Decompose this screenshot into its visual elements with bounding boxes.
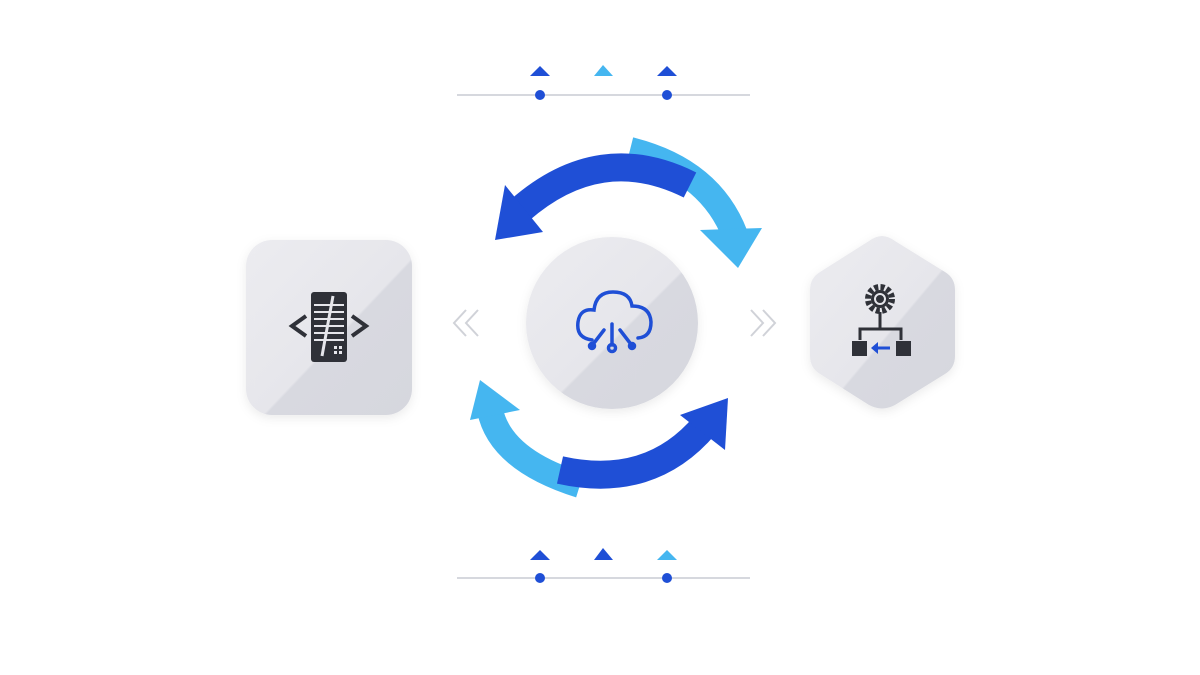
timeline-dot [535, 90, 545, 100]
chevron-left-double-icon [452, 309, 479, 337]
top-right-arrow [626, 137, 748, 240]
arrowhead [470, 380, 520, 420]
timeline-dot [662, 573, 672, 583]
workflow-node[interactable] [810, 236, 955, 409]
top-left-arrow [510, 153, 697, 221]
bottom-right-arrow [556, 415, 716, 489]
cycle-arrows [470, 137, 762, 498]
triangle-marker [657, 550, 677, 560]
node-hexagon [810, 236, 955, 409]
triangle-marker [530, 66, 550, 76]
cloud-node[interactable] [526, 237, 698, 409]
code-mobile-icon [288, 292, 370, 362]
code-node[interactable] [246, 240, 412, 415]
triangle-marker [594, 65, 613, 76]
chevron-right-double-icon [750, 309, 777, 337]
arrowhead [680, 398, 728, 450]
arrowhead [700, 228, 762, 268]
cloud-network-icon [576, 290, 653, 354]
triangle-marker [594, 548, 613, 560]
bottom-timeline [457, 548, 750, 583]
timeline-dot [662, 90, 672, 100]
timeline-dot [535, 573, 545, 583]
triangle-marker [530, 550, 550, 560]
top-timeline [457, 65, 750, 100]
triangle-marker [657, 66, 677, 76]
gear-hierarchy-icon [852, 284, 911, 356]
arrowhead [495, 185, 543, 240]
